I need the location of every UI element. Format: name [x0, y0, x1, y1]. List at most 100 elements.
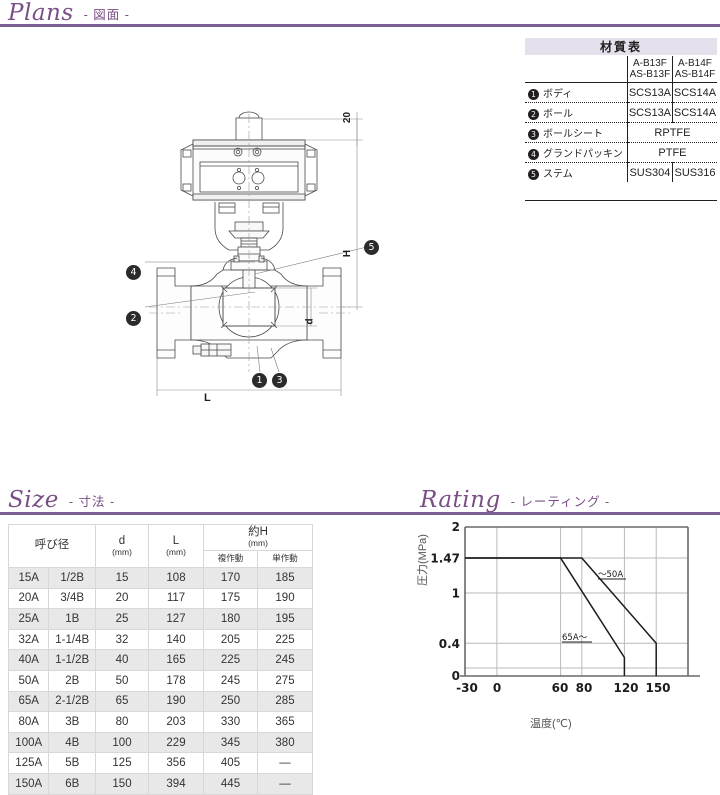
dimension-label-H: H	[342, 249, 354, 258]
cell-h-double: 445	[203, 772, 258, 795]
size-title-jp: - 寸法 -	[68, 495, 116, 509]
size-header-double-acting: 複作動	[203, 549, 258, 568]
rating-rule	[400, 512, 720, 515]
materials-table-bottom-rule	[525, 200, 717, 201]
cell-nominal-b: 1/2B	[48, 566, 96, 589]
cell-h-single: —	[257, 772, 313, 795]
ytick-1.47: 1.47	[430, 552, 460, 566]
materials-value-1-1: SCS13A	[626, 102, 673, 123]
materials-col1-line2: AS-B13F	[629, 69, 671, 80]
cell-h-double: 330	[203, 711, 258, 733]
materials-value-2-merged: RPTFE	[626, 122, 717, 143]
size-header-L-unit: (mm)	[166, 546, 186, 557]
materials-value-4-1: SUS304	[626, 162, 673, 182]
cell-nominal-b: 1-1/4B	[48, 628, 96, 651]
cell-h-double: 405	[203, 752, 258, 774]
cell-L: 394	[148, 772, 204, 795]
cell-d: 15	[95, 566, 149, 589]
materials-name-3: グランドパッキン	[543, 149, 623, 160]
size-header-d-symbol: d	[118, 534, 126, 547]
ytick-2: 2	[452, 520, 460, 534]
cell-nominal-a: 15A	[7, 566, 50, 589]
xtick-0: 0	[493, 681, 501, 695]
cell-L: 165	[148, 649, 204, 671]
cell-nominal-a: 100A	[7, 731, 50, 754]
materials-table-title: 材質表	[525, 38, 717, 56]
cell-h-double: 345	[203, 731, 258, 754]
xtick-120: 120	[613, 681, 638, 695]
cell-nominal-a: 150A	[7, 772, 50, 795]
cell-nominal-b: 4B	[48, 731, 96, 754]
size-header-H: 約H (mm)	[203, 524, 313, 551]
materials-name-1: ボール	[543, 109, 573, 120]
xtick-150: 150	[645, 681, 670, 695]
cell-d: 25	[95, 608, 149, 630]
cell-h-single: 245	[257, 649, 313, 671]
cell-h-single: —	[257, 752, 313, 774]
bullet-5-icon: 5	[528, 168, 539, 180]
size-header-L: L (mm)	[148, 524, 204, 568]
materials-name-0: ボディ	[543, 89, 573, 100]
cell-nominal-a: 25A	[7, 608, 50, 630]
cell-nominal-b: 2B	[48, 669, 96, 692]
cell-nominal-b: 5B	[48, 752, 96, 774]
cell-nominal-b: 6B	[48, 772, 96, 795]
cell-nominal-a: 50A	[7, 669, 50, 692]
size-header-nominal: 呼び径	[8, 524, 96, 568]
plans-title-en: Plans	[8, 0, 74, 26]
cell-L: 178	[148, 669, 204, 692]
chart-xlabel: 温度(℃)	[530, 718, 572, 730]
cell-d: 40	[95, 649, 149, 671]
cell-d: 125	[95, 752, 149, 774]
cell-nominal-b: 1B	[48, 608, 96, 630]
callout-5: 5	[364, 240, 379, 255]
chart-ylabel: 圧力(MPa)	[417, 534, 429, 586]
cell-L: 190	[148, 690, 204, 713]
materials-name-2: ボールシート	[543, 129, 603, 140]
materials-value-1-2: SCS14A	[671, 102, 717, 123]
ytick-0.4: 0.4	[439, 637, 460, 651]
materials-col2-line2: AS-B14F	[674, 69, 716, 80]
rating-chart: ～50A 65A～ 2 1.47 1 0.4 0 -30 0 60 80 120…	[430, 520, 700, 695]
cell-h-single: 365	[257, 711, 313, 733]
size-header-H-symbol: 約H	[248, 526, 268, 538]
cell-L: 203	[148, 711, 204, 733]
valve-assembly-drawing	[144, 111, 368, 396]
cell-nominal-b: 1-1/2B	[48, 649, 96, 671]
size-rule	[0, 512, 400, 515]
rating-section-header: Rating - レーティング -	[420, 489, 610, 512]
callout-1: 1	[252, 373, 267, 388]
cell-h-double: 180	[203, 608, 258, 630]
materials-value-0-1: SCS13A	[626, 82, 673, 103]
size-header-H-unit: (mm)	[248, 538, 268, 549]
size-table: 呼び径 d (mm) L (mm) 約H (mm) 複作動 単作動	[7, 524, 313, 795]
cell-h-double: 245	[203, 669, 258, 692]
ytick-0: 0	[452, 669, 460, 683]
cell-L: 108	[148, 566, 204, 589]
cell-nominal-a: 20A	[7, 587, 50, 610]
annotation-65a: 65A～	[562, 633, 588, 643]
cell-L: 356	[148, 752, 204, 774]
materials-header-blank	[525, 55, 628, 83]
materials-value-0-2: SCS14A	[671, 82, 717, 103]
series-65a-line	[465, 557, 626, 676]
cell-d: 20	[95, 587, 149, 610]
materials-col1-line1: A-B13F	[632, 57, 667, 69]
size-table-header-row-1: 呼び径 d (mm) L (mm) 約H (mm)	[8, 524, 313, 568]
